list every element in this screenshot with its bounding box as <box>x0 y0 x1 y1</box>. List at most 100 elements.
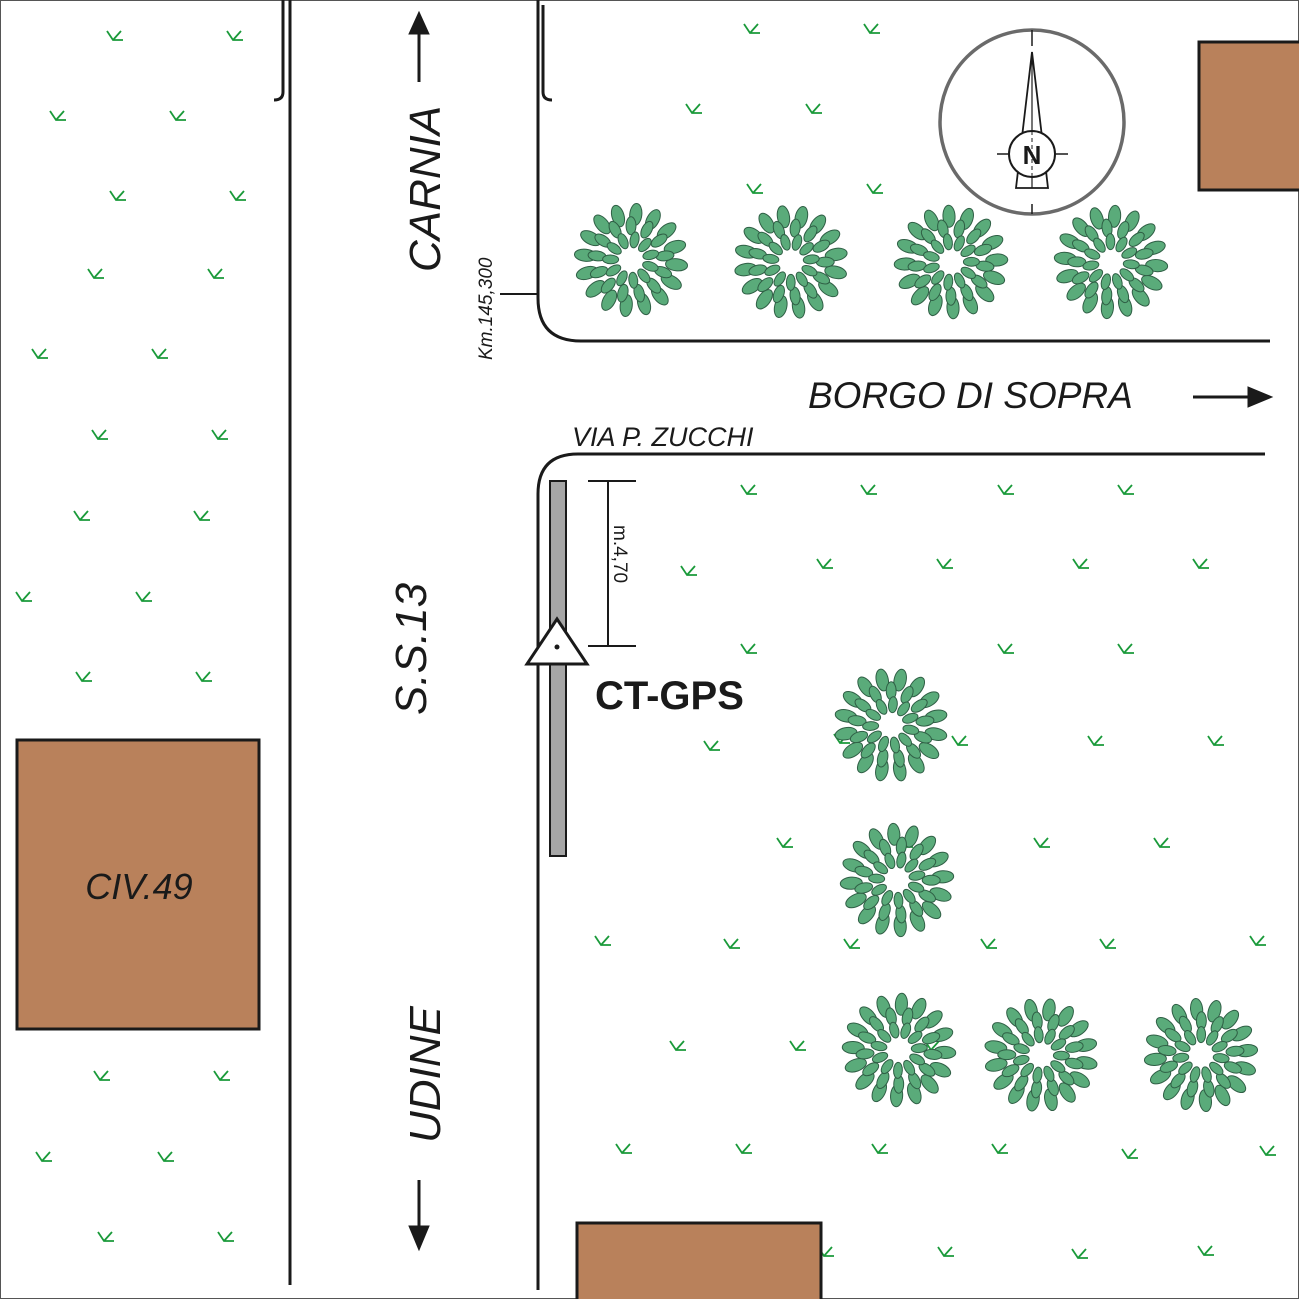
road-lines <box>273 0 1270 1290</box>
building-northeast <box>1197 40 1299 192</box>
grass-mark-icon <box>207 268 224 279</box>
grass-mark-icon <box>109 190 126 201</box>
direction-south-label: UDINE <box>401 1005 450 1143</box>
road-name-label: S.S.13 <box>387 582 436 715</box>
grass-mark-icon <box>106 30 123 41</box>
building-number-label: CIV.49 <box>85 866 192 907</box>
grass-mark-icon <box>740 484 757 495</box>
grass-mark-icon <box>669 1040 686 1051</box>
km-marker-label: Km.145,300 <box>476 257 497 360</box>
tree-icon <box>573 202 689 318</box>
grass-mark-icon <box>816 558 833 569</box>
road-south-corner <box>536 452 1265 1290</box>
grass-mark-icon <box>135 591 152 602</box>
grass-mark-icon <box>73 510 90 521</box>
grass-mark-icon <box>226 30 243 41</box>
grass-mark-icon <box>937 1246 954 1257</box>
grass-mark-icon <box>151 348 168 359</box>
grass-mark-icon <box>685 103 702 114</box>
grass-mark-icon <box>31 348 48 359</box>
grass-mark-icon <box>213 1070 230 1081</box>
tree-icon <box>893 204 1009 320</box>
street-name-label: VIA P. ZUCCHI <box>572 422 754 452</box>
north-label: N <box>1023 140 1042 170</box>
grass-mark-icon <box>169 110 186 121</box>
arrow-east-icon <box>1247 386 1274 408</box>
grass-mark-icon <box>740 643 757 654</box>
grass-mark-icon <box>217 1231 234 1242</box>
tree-icon <box>1143 997 1259 1113</box>
grass-mark-icon <box>211 429 228 440</box>
grass-mark-icon <box>1033 837 1050 848</box>
grass-mark-icon <box>615 1143 632 1154</box>
distance-label: m.4,70 <box>609 525 630 583</box>
tree-icon <box>841 992 957 1108</box>
building-south <box>575 1221 823 1299</box>
tree-icon <box>834 668 948 782</box>
grass-mark-icon <box>1153 837 1170 848</box>
grass-mark-icon <box>1249 935 1266 946</box>
grass-mark-icon <box>746 183 763 194</box>
grass-mark-icon <box>157 1151 174 1162</box>
grass-mark-icon <box>93 1070 110 1081</box>
building-civ-49 <box>15 738 261 1031</box>
grass-mark-icon <box>1207 735 1224 746</box>
grass-mark-icon <box>703 740 720 751</box>
grass-mark-icon <box>860 484 877 495</box>
grass-mark-icon <box>997 643 1014 654</box>
grass-mark-icon <box>49 110 66 121</box>
grass-layer <box>15 23 1276 1259</box>
grass-mark-icon <box>1117 484 1134 495</box>
east-direction-label: BORGO DI SOPRA <box>808 375 1133 416</box>
tree-icon <box>734 205 848 319</box>
grass-mark-icon <box>229 190 246 201</box>
grass-mark-icon <box>1072 558 1089 569</box>
grass-mark-icon <box>15 591 32 602</box>
grass-mark-icon <box>91 429 108 440</box>
grass-mark-icon <box>1071 1248 1088 1259</box>
grass-mark-icon <box>1117 643 1134 654</box>
grass-mark-icon <box>776 837 793 848</box>
tree-icon <box>984 998 1098 1112</box>
grass-mark-icon <box>991 1143 1008 1154</box>
grass-mark-icon <box>75 671 92 682</box>
arrow-south-icon <box>408 1225 430 1252</box>
grass-mark-icon <box>723 938 740 949</box>
point-name-label: CT-GPS <box>595 674 744 718</box>
road-north-corner <box>536 0 1270 343</box>
grass-mark-icon <box>863 23 880 34</box>
driveway-west <box>273 0 285 102</box>
distance-dimension <box>588 480 636 647</box>
grass-mark-icon <box>680 565 697 576</box>
tree-layer <box>573 202 1259 1113</box>
grass-mark-icon <box>193 510 210 521</box>
driveway-east <box>541 5 553 102</box>
tree-icon <box>839 822 955 938</box>
grass-mark-icon <box>735 1143 752 1154</box>
grass-mark-icon <box>951 735 968 746</box>
grass-mark-icon <box>87 268 104 279</box>
direction-arrows <box>408 10 1274 1252</box>
sidewalk-strip <box>549 480 567 857</box>
north-compass-icon: N <box>938 28 1126 216</box>
grass-mark-icon <box>936 558 953 569</box>
grass-mark-icon <box>843 938 860 949</box>
grass-mark-icon <box>980 938 997 949</box>
grass-mark-icon <box>594 935 611 946</box>
grass-mark-icon <box>35 1151 52 1162</box>
survey-point-icon <box>524 616 590 666</box>
grass-mark-icon <box>97 1231 114 1242</box>
grass-mark-icon <box>997 484 1014 495</box>
grass-mark-icon <box>1087 735 1104 746</box>
grass-mark-icon <box>1099 938 1116 949</box>
arrow-north-icon <box>408 10 430 35</box>
direction-north-label: CARNIA <box>401 106 450 272</box>
grass-mark-icon <box>871 1143 888 1154</box>
grass-mark-icon <box>743 23 760 34</box>
grass-mark-icon <box>866 183 883 194</box>
grass-mark-icon <box>805 103 822 114</box>
grass-mark-icon <box>789 1040 806 1051</box>
grass-mark-icon <box>1192 558 1209 569</box>
